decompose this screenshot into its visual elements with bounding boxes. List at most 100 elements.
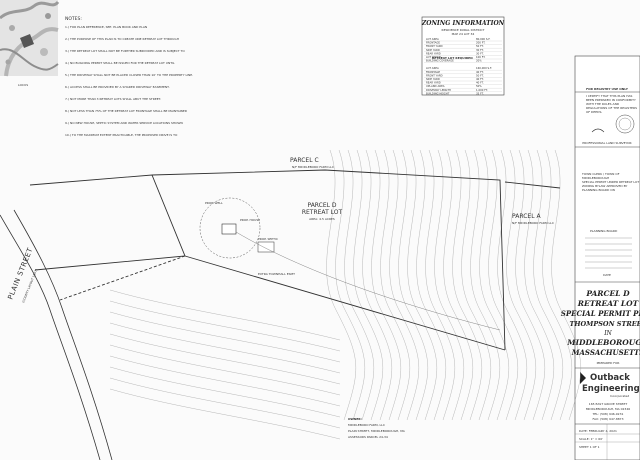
zoning-row-label: SIDE YARD — [426, 48, 440, 52]
zoning-row-value: 80,000 S.F. — [476, 37, 490, 41]
plan-note: 3.) THE RETREAT LOT SHALL NOT BE FURTHER… — [65, 49, 185, 53]
contour-line — [109, 333, 341, 385]
parcel-d-label: PARCEL D — [307, 202, 336, 209]
zoning-row-value: 40 FT. — [476, 70, 484, 74]
title-line-4: THOMPSON STREET — [570, 320, 640, 328]
zoning-district: RESIDENCE RURAL DISTRICT — [442, 28, 485, 32]
plan-note: 9.) NO NEW HOUSE, SEPTIC SYSTEM AND WATE… — [65, 121, 183, 125]
footer-sheet: SHEET 1 OF 1 — [579, 445, 600, 449]
contour-line — [109, 289, 341, 341]
septic-label: PROP. SEPTIC — [258, 237, 278, 241]
contour-lines — [109, 149, 582, 440]
firm-addr-1: 165 EAST GROVE STREET — [589, 402, 628, 406]
footer-scale: SCALE: 1" = 60' — [579, 437, 603, 441]
house-label: PROP. HOUSE — [240, 218, 260, 222]
zoning-row-value: 30 FT. — [476, 51, 484, 55]
retreat-heading: RETREAT LOT REQUIRED — [432, 56, 473, 60]
well-label: PROP. WELL — [205, 201, 223, 205]
zoning-row-label: FRONTAGE — [426, 41, 440, 45]
well-radius — [199, 197, 261, 259]
contour-line — [524, 149, 555, 421]
zoning-title: ZONING INFORMATION — [421, 20, 505, 27]
owner-heading: OWNER: — [348, 417, 362, 421]
zoning-row-value: 50 FT. — [476, 44, 484, 48]
contour-line — [109, 300, 341, 352]
zoning-row-label: LOT AREA — [426, 37, 439, 41]
title-line-1: PARCEL D — [585, 289, 630, 298]
zoning-map-lot: MAP 24 LOT 34 — [452, 32, 475, 36]
surveyor-label: PROFESSIONAL LAND SURVEYOR — [582, 141, 631, 145]
contour-line — [542, 149, 573, 421]
surveyor-seal — [591, 114, 635, 134]
zoning-row-value: 50 FT. — [476, 73, 484, 77]
contour-line — [434, 149, 465, 421]
plan-note: 7.) NOT MORE THAN 3 RETREAT LOTS SHALL A… — [65, 97, 161, 101]
contour-line — [407, 149, 438, 421]
certification-block: I CERTIFY THAT THIS PLAN HAS BEEN PREPAR… — [586, 94, 637, 114]
contour-line — [371, 149, 402, 421]
parcel-a-line — [504, 181, 561, 189]
approval-block: TOWN CLERK / TOWN OF MIDDLEBOROUGH SPECI… — [582, 172, 639, 192]
parcel-a-owner: N/F MIDDLEBORO FARM LLC — [512, 221, 554, 225]
contour-line — [452, 149, 483, 421]
contour-line — [326, 149, 357, 421]
contour-line — [398, 149, 429, 421]
zoning-row-value: 40 FT. — [476, 81, 484, 85]
owner-parcel: ASSESSORS PARCEL 24-34 — [348, 435, 388, 439]
zoning-row-label: FRONT YARD — [426, 73, 443, 77]
zoning-row-value: 30 FT. — [476, 48, 484, 52]
owner-address: PLAIN STREET, MIDDLEBOROUGH, MA — [348, 429, 406, 433]
zoning-row-label: UPLAND AREA — [426, 84, 445, 88]
zoning-row-value: 100 FT. — [476, 55, 485, 59]
contour-line — [109, 377, 341, 429]
contour-line — [470, 149, 501, 421]
zoning-row-label: SIDE YARD — [426, 77, 440, 81]
parcel-d-boundary — [151, 169, 506, 351]
parcel-d-south-line — [184, 255, 506, 351]
contour-line — [380, 149, 411, 421]
owner-block: OWNER: MIDDLEBORO FARM, LLC PLAIN STREET… — [348, 417, 406, 439]
title-line-6: MIDDLEBOROUGH — [566, 338, 640, 347]
title-line-7: MASSACHUSETTS — [571, 348, 640, 357]
contour-line — [109, 344, 341, 396]
owner-name: MIDDLEBORO FARM, LLC — [348, 423, 385, 427]
zoning-row-label: FRONT YARD — [426, 44, 443, 48]
zoning-row-label: LOT AREA — [426, 66, 439, 70]
locus-map: LOCUS — [0, 0, 60, 87]
plan-note: 5.) THE DRIVEWAY SHALL NOT BE PLACED CLO… — [65, 73, 193, 77]
septic-area — [257, 241, 275, 253]
title-line-5: IN — [603, 330, 612, 337]
approval-heading: TOWN CLERK / TOWN OF MIDDLEBOROUGH — [582, 172, 620, 180]
title-block: PARCEL D RETREAT LOT SPECIAL PERMIT PLAN… — [561, 289, 640, 365]
footer-block: DATE: FEBRUARY 4, 2021 SCALE: 1" = 60' S… — [575, 424, 640, 460]
board-heading: PLANNING BOARD — [590, 229, 618, 233]
plan-note: 1.) FOR PLAN REFERENCE, SEE: PLAN BOOK A… — [65, 25, 147, 29]
contour-line — [506, 149, 537, 421]
contour-line — [109, 322, 341, 374]
contour-line — [479, 149, 510, 421]
contour-line — [497, 149, 528, 421]
firm-addr-2: MIDDLEBOROUGH, MA 02346 — [586, 407, 630, 411]
plan-note: 10.) TO THE MAXIMUM EXTENT PRACTICABLE, … — [65, 133, 178, 137]
contour-line — [389, 149, 420, 421]
contour-line — [109, 311, 341, 363]
zoning-row-value: 40 FT. — [476, 77, 484, 81]
contour-line — [335, 149, 366, 421]
parcel-d-area: AREA: 4.5 ACRES — [309, 217, 335, 221]
date-label: DATE — [603, 273, 611, 277]
firm-fax: FAX: (508) 947-8873 — [593, 417, 624, 421]
zoning-row-label: BUILDING HEIGHT — [426, 91, 450, 95]
contour-line — [515, 149, 546, 421]
svg-text:LOCUS: LOCUS — [18, 83, 28, 87]
contour-line — [344, 149, 375, 421]
zoning-row-value: 50% — [476, 84, 482, 88]
firm-name-2: Engineering — [582, 384, 640, 394]
firm-logo: Outback Engineering Incorporated 165 EAS… — [580, 372, 640, 421]
plan-note: 2.) THE PURPOSE OF THIS PLAN IS TO CREAT… — [65, 37, 179, 41]
parcel-left-boundary — [29, 174, 186, 271]
title-line-2: RETREAT LOT — [577, 299, 640, 308]
house-footprint — [221, 223, 237, 235]
zoning-row-label: DRIVEWAY LENGTH — [426, 88, 451, 92]
contour-line — [443, 149, 474, 421]
